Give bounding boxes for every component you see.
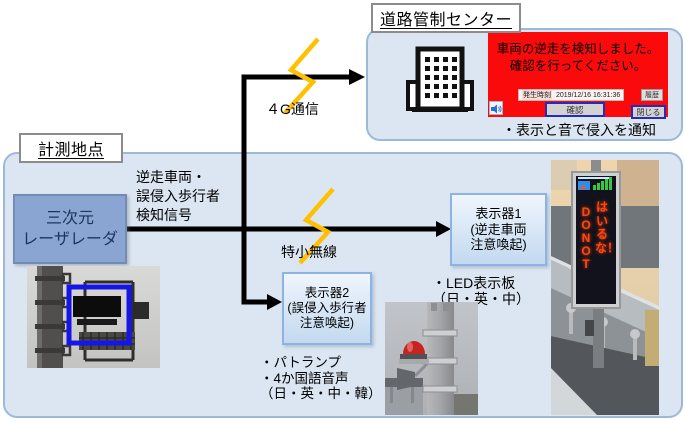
display2-notes: ・パトランプ ・4か国語音声 （日・英・中・韓） (260, 355, 382, 402)
link-4g-label: ４G通信 (266, 101, 319, 117)
event-time-value: 2019/12/16 16:31:36 (556, 91, 621, 99)
display1-note1: ・LED表示板 (432, 275, 516, 291)
alert-panel: 車両の逆走を検知しました。 確認を行ってください。 発生時刻 2019/12/1… (488, 32, 668, 119)
alert-message-line1: 車両の逆走を検知しました。 (496, 42, 660, 56)
history-button[interactable]: 履歴 (641, 89, 663, 101)
display2-sub1: (誤侵入歩行者 (287, 301, 367, 315)
display1-title: 表示器1 (475, 206, 522, 222)
highlight-box (66, 284, 132, 346)
arrowhead-4g (349, 69, 365, 85)
sensor-line2: レーザレーダ (22, 231, 118, 248)
led-sign-text-en: DO NOT (581, 205, 591, 271)
signal-line2: 誤侵入歩行者 (136, 188, 220, 204)
signal-line1: 逆走車両・ (136, 169, 206, 185)
display1-sub2: 注意喚起) (470, 237, 527, 253)
link-radio-label: 特小無線 (281, 244, 337, 260)
sensor-line1: 三次元 (45, 210, 94, 227)
signal-label: 逆走車両・ 誤侵入歩行者 検知信号 (136, 168, 220, 225)
display2-sub2: 注意喚起) (299, 316, 355, 330)
display2-box: 表示器2 (誤侵入歩行者 注意喚起) (282, 272, 372, 345)
event-time-chip: 発生時刻 2019/12/16 16:31:36 (518, 89, 625, 101)
display2-note1: ・パトランプ (260, 355, 341, 370)
display1-sub1: (逆走車両 (470, 221, 527, 237)
event-time-label: 発生時刻 (522, 90, 552, 100)
led-sign-text-jp: はいるな！ (595, 200, 620, 255)
close-button[interactable]: 閉じる (631, 105, 666, 119)
control-center-note: ・表示と音で侵入を通知 (502, 122, 656, 138)
led-board-photo (551, 160, 659, 415)
display2-title: 表示器2 (304, 286, 350, 300)
display2-note2: ・4か国語音声 (260, 370, 349, 386)
display1-box: 表示器1 (逆走車両 注意喚起) (450, 193, 547, 266)
building-icon (406, 46, 474, 112)
speaker-icon[interactable] (489, 101, 503, 115)
patrol-lamp-photo (385, 302, 478, 415)
confirm-button[interactable]: 確認 (545, 102, 605, 117)
site-title: 計測地点 (19, 133, 123, 163)
control-center-title-label: 道路管制センター (379, 12, 512, 29)
sensor-box: 三次元 レーザレーダ (13, 194, 127, 264)
control-center-title: 道路管制センター (371, 3, 521, 33)
alert-message-line2: 確認を行ってください。 (509, 59, 647, 73)
display2-note3: （日・英・中・韓） (260, 386, 382, 401)
radar-photo (27, 266, 160, 368)
signal-line3: 検知信号 (136, 207, 192, 223)
site-title-label: 計測地点 (37, 142, 104, 159)
